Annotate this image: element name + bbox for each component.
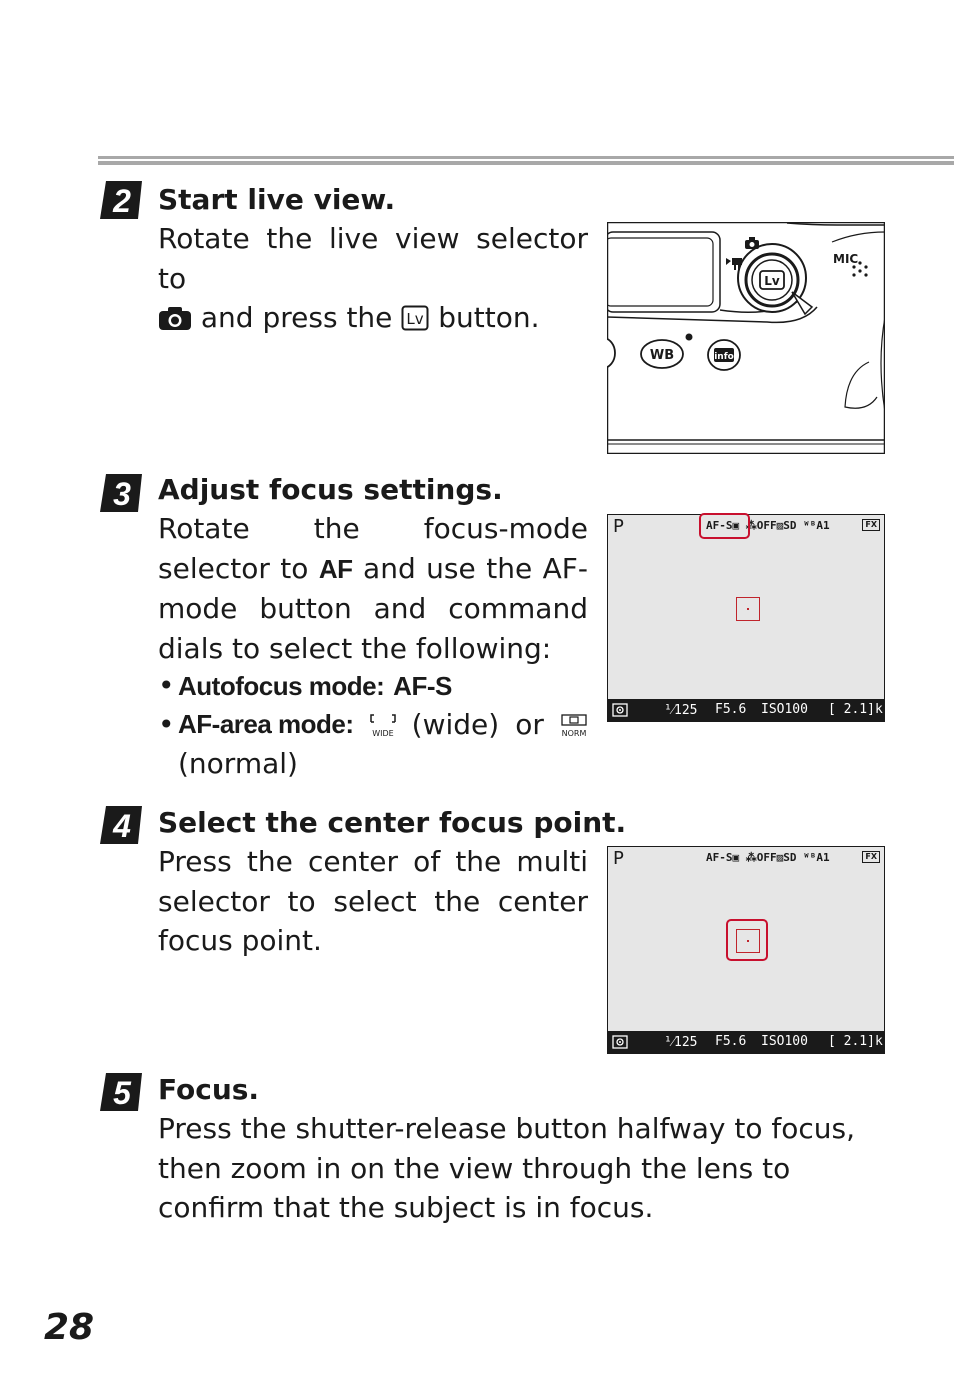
header-rule	[98, 156, 954, 165]
bullet-2-wide: (wide)	[411, 708, 500, 741]
bullet-1-value: AF-S	[393, 671, 452, 701]
page-number: 28	[44, 1307, 95, 1348]
live-view-display-2: P AF-S▣ ⁂OFF▨SD ᵂᴮA1 FX ¹⁄125 F5.6 ISO10…	[607, 846, 885, 1054]
fx-badge: FX	[862, 519, 880, 531]
step-3-text: Rotate the focus-mode selector to AF and…	[158, 509, 588, 668]
bullet-2-label: AF-area mode:	[178, 709, 354, 739]
step-4-text: Press the center of the multi selector t…	[158, 845, 588, 957]
bullet-2-normal: (normal)	[178, 747, 298, 780]
bullet-autofocus-mode: •Autofocus mode: AF-S	[158, 669, 452, 702]
remaining-shots: [ 2.1]k	[828, 702, 883, 717]
step-5-number: 5	[113, 1075, 132, 1111]
step-4-title: Select the center focus point.	[158, 806, 627, 839]
step-5-title: Focus.	[158, 1073, 260, 1106]
shooting-info-icons: AF-S▣ ⁂OFF▨SD ᵂᴮA1	[706, 851, 830, 864]
lv-button-label: Lv	[764, 274, 780, 288]
focus-point	[736, 597, 760, 621]
step-2-text: Rotate the live view selector to and pre…	[158, 219, 588, 338]
live-view-display-1: P AF-S▣ ⁂OFF▨SD ᵂᴮA1 FX ¹⁄125 F5.6 ISO10…	[607, 513, 885, 722]
shooting-info-icons: AF-S▣ ⁂OFF▨SD ᵂᴮA1	[706, 519, 830, 532]
af-mode-highlight	[699, 513, 750, 539]
lv-button-icon: Lv	[401, 305, 429, 331]
bullet-2-or: or	[515, 708, 544, 741]
step-2-number: 2	[112, 183, 131, 219]
step-3-text-part1: Rotate the focus-mode selector to	[158, 512, 588, 585]
step-3-number: 3	[113, 476, 131, 512]
exposure-mode: P	[613, 516, 624, 537]
mic-label: MIC	[833, 252, 858, 266]
aperture: F5.6	[715, 1034, 747, 1049]
camera-body-figure: Lv MIC WB info	[590, 221, 886, 455]
step-3-text-part2: and use the AF-mode button and command d…	[158, 551, 588, 665]
exposure-mode: P	[613, 848, 624, 869]
step-3-title: Adjust focus settings.	[158, 473, 503, 506]
svg-text:WIDE: WIDE	[372, 729, 393, 738]
step-4-badge: 4	[100, 806, 142, 844]
step-5-badge: 5	[100, 1073, 142, 1111]
metering-icon	[612, 1035, 628, 1049]
bullet-af-area-mode: • AF-area mode: WIDE (wide) or NORM (nor…	[158, 705, 588, 783]
metering-icon	[612, 703, 628, 717]
remaining-shots: [ 2.1]k	[828, 1034, 883, 1049]
step-2-line2-end: button.	[429, 301, 540, 334]
bullet-1-label: Autofocus mode:	[178, 671, 385, 701]
svg-text:NORM: NORM	[562, 729, 587, 738]
mic-holes-icon	[852, 261, 868, 277]
movie-icon	[726, 258, 742, 270]
still-camera-icon	[745, 237, 759, 249]
step-3-badge: 3	[100, 474, 142, 512]
info-button-label: info	[714, 352, 734, 362]
center-focus-point	[736, 929, 760, 953]
step-2-badge: 2	[100, 181, 142, 219]
camera-icon	[159, 307, 191, 330]
center-focus-point-highlight	[726, 919, 768, 961]
fx-badge: FX	[862, 851, 880, 863]
step-4-number: 4	[112, 808, 131, 844]
wb-button-label: WB	[650, 348, 674, 363]
step-5-text: Press the shutter-release button halfway…	[158, 1112, 855, 1224]
svg-text:Lv: Lv	[407, 310, 424, 328]
aperture: F5.6	[715, 702, 747, 717]
step-2-title: Start live view.	[158, 183, 396, 216]
iso: ISO100	[761, 702, 808, 717]
shutter-speed: ¹⁄125	[664, 1035, 698, 1050]
iso: ISO100	[761, 1034, 808, 1049]
shutter-speed: ¹⁄125	[664, 703, 698, 718]
step-2-line2: and press the	[192, 301, 402, 334]
step-2-line1: Rotate the live view selector to	[158, 222, 588, 295]
af-area-wide-icon: WIDE	[369, 713, 396, 738]
af-area-normal-icon: NORM	[561, 713, 587, 738]
af-setting-label: AF	[318, 553, 353, 584]
